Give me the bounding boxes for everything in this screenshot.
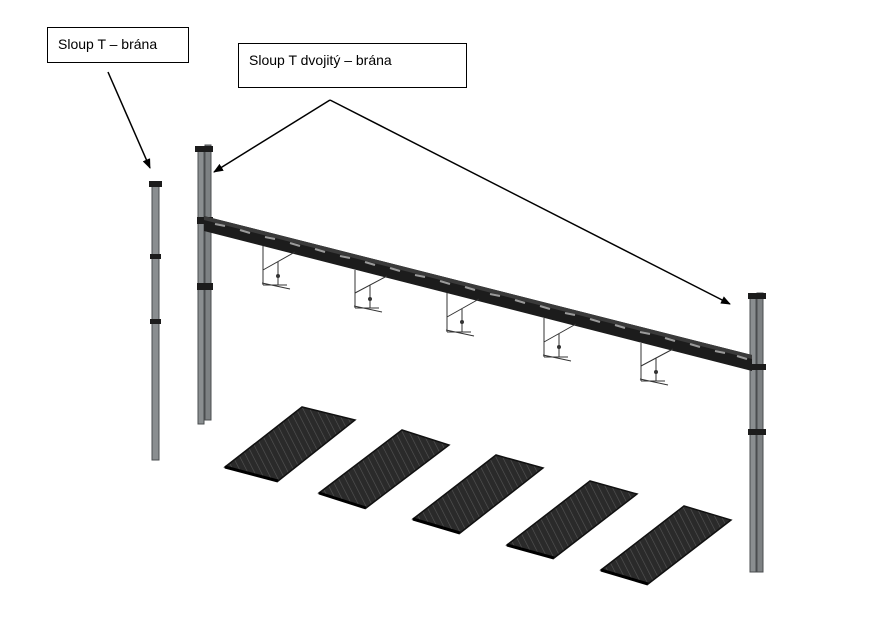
label-double-pole: Sloup T dvojitý – brána [238, 43, 467, 88]
double-pole-left [195, 144, 213, 425]
ground-mat [223, 406, 357, 483]
ground-mat [599, 505, 733, 586]
double-pole-right [748, 292, 766, 573]
callout-arrows [107, 71, 731, 305]
ground-mat [317, 429, 451, 510]
hanging-bracket [639, 343, 674, 386]
hanging-bracket [261, 246, 296, 290]
ground-mat [505, 480, 639, 560]
arrow-to-single-pole [107, 71, 151, 169]
gantry-beam [204, 216, 752, 371]
label-single-pole: Sloup T – brána [47, 27, 189, 63]
hanging-brackets [261, 246, 674, 386]
ground-mats [223, 406, 733, 586]
arrow-to-double-pole-left [213, 99, 331, 173]
hanging-bracket [445, 293, 480, 337]
arrow-to-double-pole-right [329, 99, 731, 305]
single-pole [149, 181, 162, 461]
ground-mat [411, 454, 545, 535]
hanging-bracket [353, 270, 388, 313]
hanging-bracket [542, 318, 577, 362]
